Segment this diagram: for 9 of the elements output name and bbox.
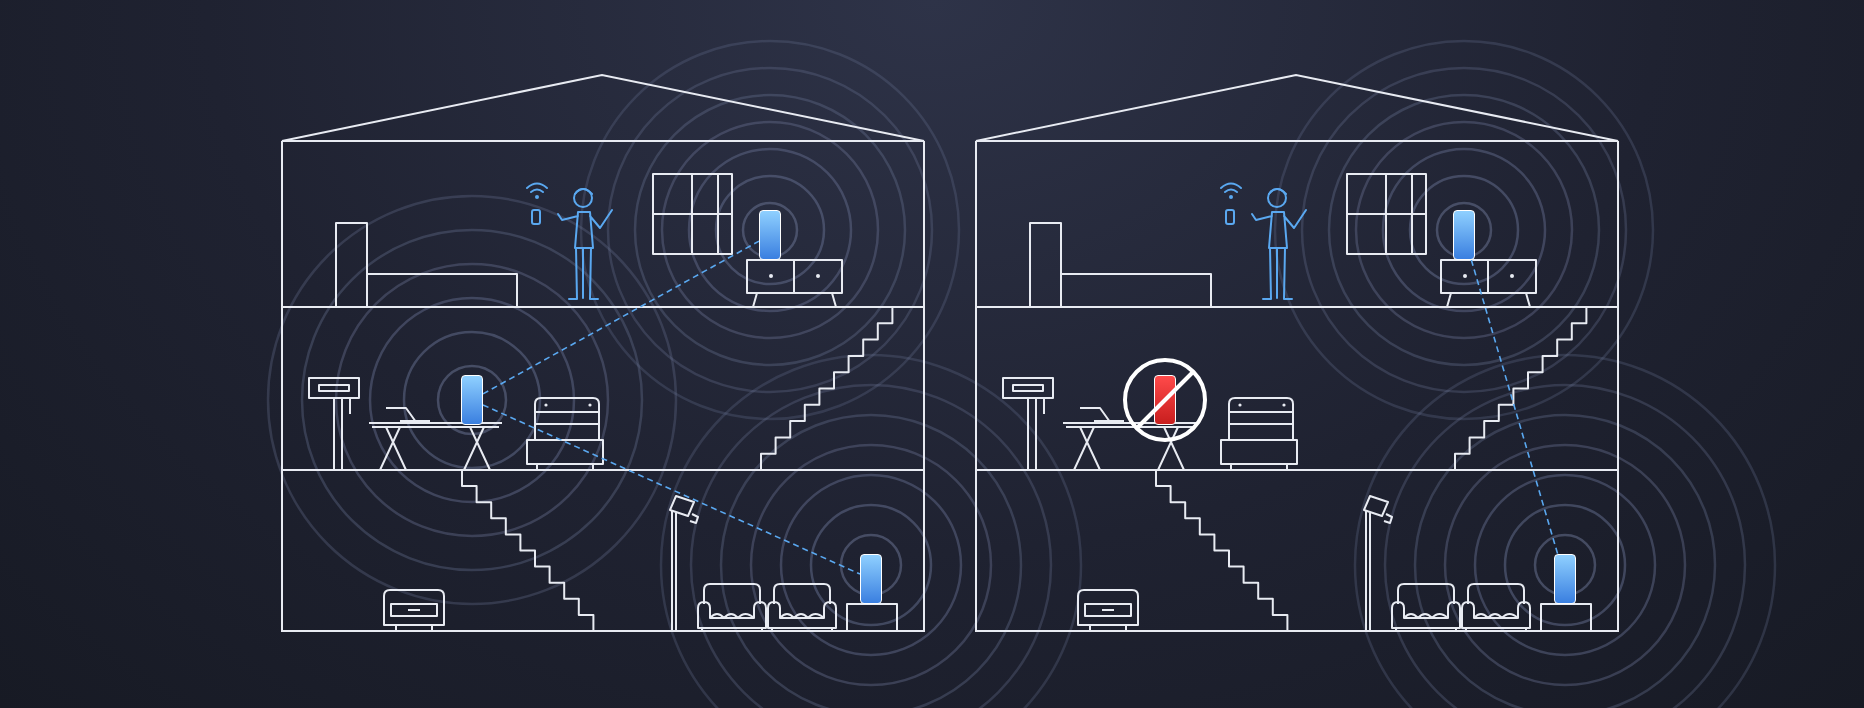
router xyxy=(461,375,483,425)
router xyxy=(1554,554,1576,604)
signal-link xyxy=(482,240,760,395)
router xyxy=(1453,210,1475,260)
router xyxy=(759,210,781,260)
router xyxy=(860,554,882,604)
signal-link xyxy=(1470,259,1559,555)
signal-link xyxy=(482,404,861,575)
router xyxy=(1154,375,1176,425)
